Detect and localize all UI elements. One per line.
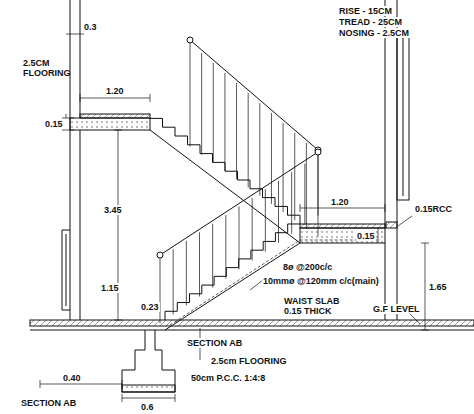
dimension-label: 2.5CM FLOORING [22, 58, 64, 78]
dimension-label: 1.65 [428, 282, 448, 292]
dimension-label: 0.3 [83, 22, 98, 32]
baluster [265, 189, 266, 251]
newel-knob [315, 149, 321, 155]
baluster [190, 43, 191, 146]
baluster [306, 143, 307, 228]
baluster [252, 198, 253, 261]
baluster [236, 83, 237, 179]
footing [122, 330, 175, 392]
baluster [213, 63, 214, 163]
dimension-label: TREAD - 25CM [338, 17, 403, 27]
baluster [199, 232, 200, 296]
dimension-label: 1.20 [105, 86, 125, 96]
dimension-lines [40, 34, 429, 402]
dimension-label: 0.23 [140, 302, 160, 312]
baluster [225, 215, 226, 278]
dimension-label: 10mmø @120mm c/c(main) [262, 276, 380, 286]
reinforcement [170, 240, 380, 325]
baluster [304, 164, 305, 225]
newel-knob [187, 37, 193, 43]
waist-slab [165, 243, 300, 330]
dimension-label: WAIST SLAB 0.15 THICK [283, 296, 357, 316]
baluster [239, 207, 240, 270]
dimension-label: SECTION AB [20, 398, 77, 408]
baluster [173, 249, 174, 314]
dimension-label: 50cm P.C.C. 1:4:8 [190, 373, 266, 383]
baluster [186, 241, 187, 306]
baluster [318, 155, 319, 216]
baluster [294, 133, 295, 220]
baluster [212, 224, 213, 288]
baluster [318, 153, 319, 237]
baluster [248, 93, 249, 187]
dimension-label: 3.45 [103, 205, 123, 215]
left-wall [62, 0, 80, 320]
baluster [283, 123, 284, 212]
newel-knob [157, 252, 163, 258]
dimension-label: 0.15 [356, 231, 376, 241]
handrail [190, 40, 318, 150]
dimension-label: 1.15 [100, 283, 120, 293]
baluster [278, 181, 279, 243]
dimension-label: RISE - 15CM [338, 6, 393, 16]
dimension-label: 2.5cm FLOORING [210, 356, 288, 366]
dimension-label: 0.15RCC [414, 204, 453, 214]
top-landing [70, 114, 150, 130]
ground-floor [30, 320, 474, 330]
dimension-label: 8ø @200c/c [282, 262, 333, 272]
baluster [259, 103, 260, 196]
right-wall [385, 0, 409, 320]
baluster [160, 258, 161, 323]
dimension-label: 1.20 [330, 197, 350, 207]
dimension-label: 0.15 [44, 119, 64, 129]
baluster [291, 172, 292, 234]
dimension-label: NOSING - 2.5CM [338, 28, 410, 38]
dimension-label: SECTION AB [186, 338, 243, 348]
dimension-label: 0.40 [62, 373, 82, 383]
baluster [224, 73, 225, 171]
baluster [271, 113, 272, 204]
baluster [201, 53, 202, 154]
dimension-label: 0.6 [140, 402, 155, 412]
dimension-label: G.F LEVEL [372, 304, 421, 314]
